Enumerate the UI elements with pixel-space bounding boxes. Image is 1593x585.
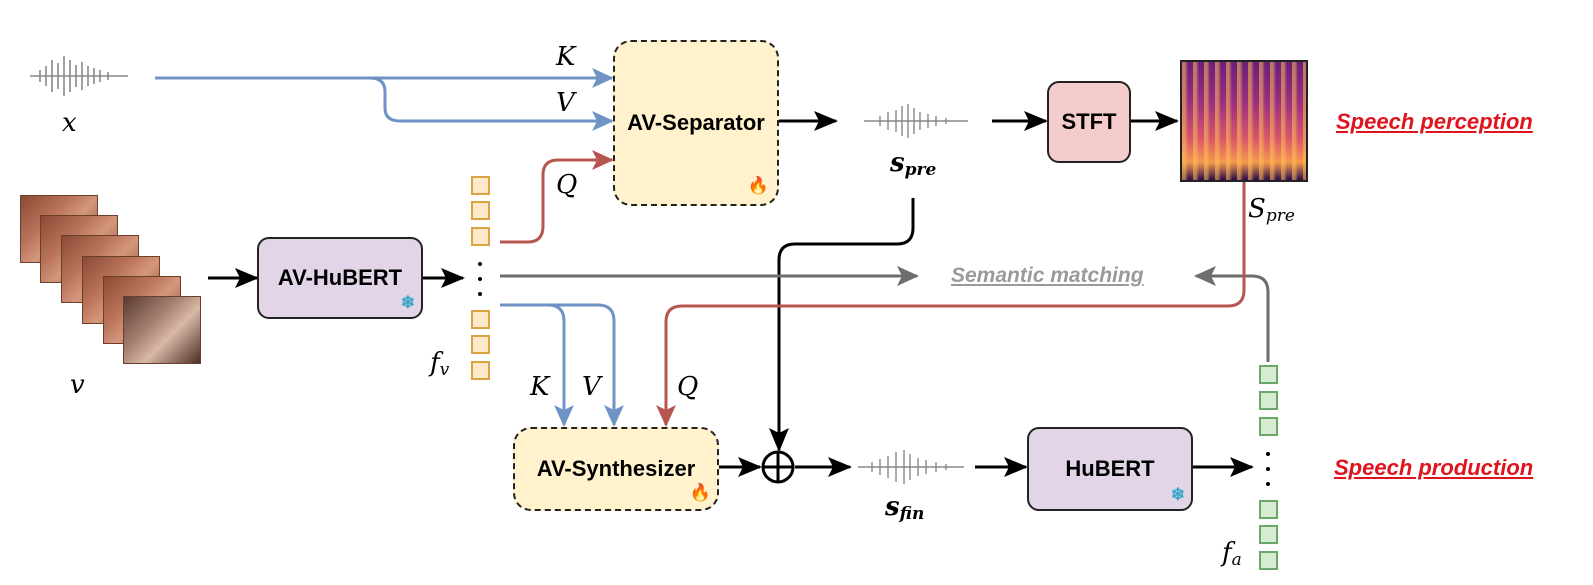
spectrogram-s-pre-label: Spre (1248, 196, 1295, 225)
ellipsis-dot (478, 262, 482, 266)
query-label: Q (677, 372, 699, 402)
sum-operator-icon (761, 450, 795, 484)
fa-token (1259, 500, 1278, 519)
v-subscript: v (439, 360, 450, 380)
speech-production-label: Speech production (1334, 455, 1534, 480)
fv-token (471, 201, 490, 220)
value-label: V (556, 88, 575, 118)
flame-icon: 🔥 (747, 176, 769, 195)
hubert-box: HuBERT ❄ (1027, 427, 1193, 511)
waveform-x (30, 56, 128, 96)
ellipsis-dot (478, 277, 482, 281)
fin-subscript: fin (899, 504, 925, 524)
av-hubert-box: AV-HuBERT ❄ (257, 237, 423, 319)
semantic-matching-label: Semantic matching (951, 264, 1144, 287)
waveform-s-fin (858, 450, 964, 484)
ellipsis-dot (1266, 482, 1270, 486)
fv-token (471, 176, 490, 195)
key-label: K (556, 42, 576, 72)
fa-label: fa (1222, 540, 1242, 569)
ellipsis-dot (1266, 452, 1270, 456)
spectrogram-image (1180, 60, 1308, 182)
arrow-fv-to-synthesizer-v (500, 303, 624, 427)
fa-token (1259, 365, 1278, 384)
stft-label: STFT (1061, 109, 1117, 134)
fv-token (471, 335, 490, 354)
query-label: Q (556, 170, 578, 200)
a-subscript: a (1231, 550, 1242, 570)
av-synthesizer-label: AV-Synthesizer (536, 456, 696, 481)
arrow-s-pre-spec-to-synthesizer-q (656, 182, 1246, 427)
fa-token (1259, 525, 1278, 544)
fv-token (471, 361, 490, 380)
f-symbol: f (430, 348, 440, 378)
ellipsis-dot (478, 292, 482, 296)
av-separator-label: AV-Separator (627, 110, 765, 135)
ellipsis-dot (1266, 467, 1270, 471)
s-symbol: s (885, 492, 900, 522)
key-label: K (530, 372, 550, 402)
fa-token (1259, 551, 1278, 570)
fv-token (471, 227, 490, 246)
av-separator-box: AV-Separator 🔥 (613, 40, 779, 206)
hubert-label: HuBERT (1065, 456, 1155, 481)
video-frame (123, 296, 201, 364)
snowflake-icon: ❄ (1170, 485, 1185, 504)
fa-token (1259, 391, 1278, 410)
value-label: V (582, 372, 601, 402)
s-fin-label: sfin (885, 494, 924, 523)
fv-token (471, 310, 490, 329)
flame-icon: 🔥 (689, 483, 711, 502)
S-symbol: S (1248, 194, 1266, 224)
arrow-fv-to-separator-q (500, 150, 614, 244)
arrow-s-pre-to-sum (769, 198, 915, 452)
snowflake-icon: ❄ (400, 293, 415, 312)
s-pre-label: spre (890, 150, 936, 179)
s-symbol: s (890, 148, 905, 178)
pre-subscript: pre (1265, 206, 1295, 226)
stft-box: STFT (1047, 81, 1131, 163)
av-synthesizer-box: AV-Synthesizer 🔥 (513, 427, 719, 511)
input-v-label: v (70, 370, 85, 400)
input-x-label: x (62, 108, 77, 138)
f-symbol: f (1222, 538, 1232, 568)
speech-perception-label: Speech perception (1336, 109, 1533, 134)
arrow-fa-semantic-matching (1194, 266, 1270, 362)
arrow-x-to-separator-v (369, 76, 614, 131)
pre-subscript: pre (904, 160, 937, 180)
av-hubert-label: AV-HuBERT (277, 265, 403, 290)
arrow-fv-to-synthesizer-k (500, 303, 574, 427)
fv-label: fv (430, 350, 449, 379)
fa-token (1259, 417, 1278, 436)
waveform-s-pre (864, 104, 968, 138)
